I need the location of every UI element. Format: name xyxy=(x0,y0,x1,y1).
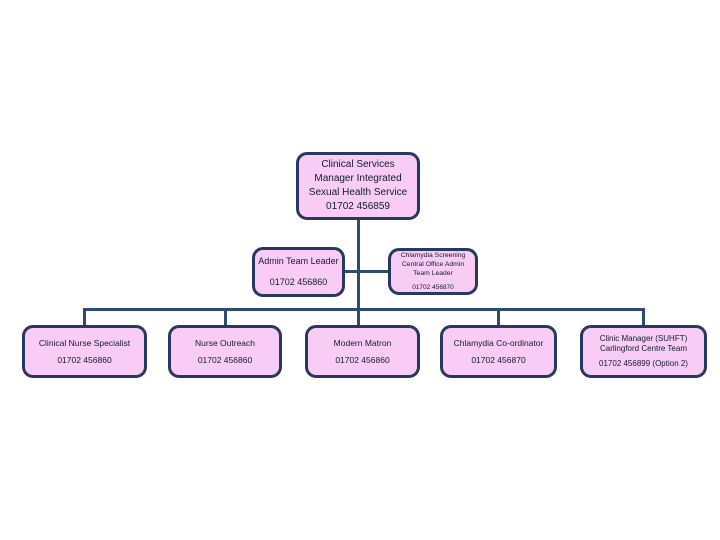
node-title-line: Manager Integrated xyxy=(314,173,402,184)
org-node-chlamydia-coordinator: Chlamydia Co-ordinator 01702 456870 xyxy=(440,325,557,378)
org-node-clinical-services-manager: Clinical Services Manager Integrated Sex… xyxy=(296,152,420,220)
node-title: Clinic Manager (SUHFT) xyxy=(599,333,688,343)
node-phone: 01702 456899 (Option 2) xyxy=(599,358,688,368)
node-phone: 01702 456860 xyxy=(335,354,390,365)
node-title: Modern Matron xyxy=(333,337,392,348)
org-node-clinic-manager-suhft: Clinic Manager (SUHFT) Carlingford Centr… xyxy=(580,325,707,378)
org-node-clinical-nurse-specialist: Clinical Nurse Specialist 01702 456860 xyxy=(22,325,147,378)
org-node-chlamydia-screening-lead: Chlamydia Screening Central Office Admin… xyxy=(388,248,478,295)
connector-drop-clinic-manager xyxy=(642,308,645,325)
node-phone: 01702 456870 xyxy=(412,284,454,291)
node-title: Chlamydia Co-ordinator xyxy=(453,337,544,348)
node-phone: 01702 456870 xyxy=(471,354,526,365)
org-node-modern-matron: Modern Matron 01702 456860 xyxy=(305,325,420,378)
org-node-nurse-outreach: Nurse Outreach 01702 456860 xyxy=(168,325,282,378)
node-title-line: Central Office Admin xyxy=(401,261,465,268)
node-title-line: Team Leader xyxy=(413,270,453,277)
connector-rail-horizontal xyxy=(83,308,645,311)
connector-drop-clinical-nurse xyxy=(83,308,86,325)
connector-drop-nurse-outreach xyxy=(224,308,227,325)
node-title: Nurse Outreach xyxy=(195,337,255,348)
node-subtitle: Carlingford Centre Team xyxy=(599,344,687,354)
org-node-admin-team-leader: Admin Team Leader 01702 456860 xyxy=(252,247,345,297)
node-phone: 01702 456860 xyxy=(269,277,328,287)
node-title-line: Chlamydia Screening xyxy=(400,252,466,259)
node-phone: 01702 456859 xyxy=(326,201,390,212)
node-title: Clinical Nurse Specialist xyxy=(38,337,131,348)
node-title: Admin Team Leader xyxy=(258,255,339,266)
connector-level2-horizontal xyxy=(345,270,388,273)
node-title-line: Clinical Services xyxy=(321,159,395,170)
node-title-line: Sexual Health Service xyxy=(308,187,408,198)
node-phone: 01702 456860 xyxy=(57,354,112,365)
node-phone: 01702 456860 xyxy=(197,354,253,365)
connector-drop-chlamydia-coord xyxy=(497,308,500,325)
